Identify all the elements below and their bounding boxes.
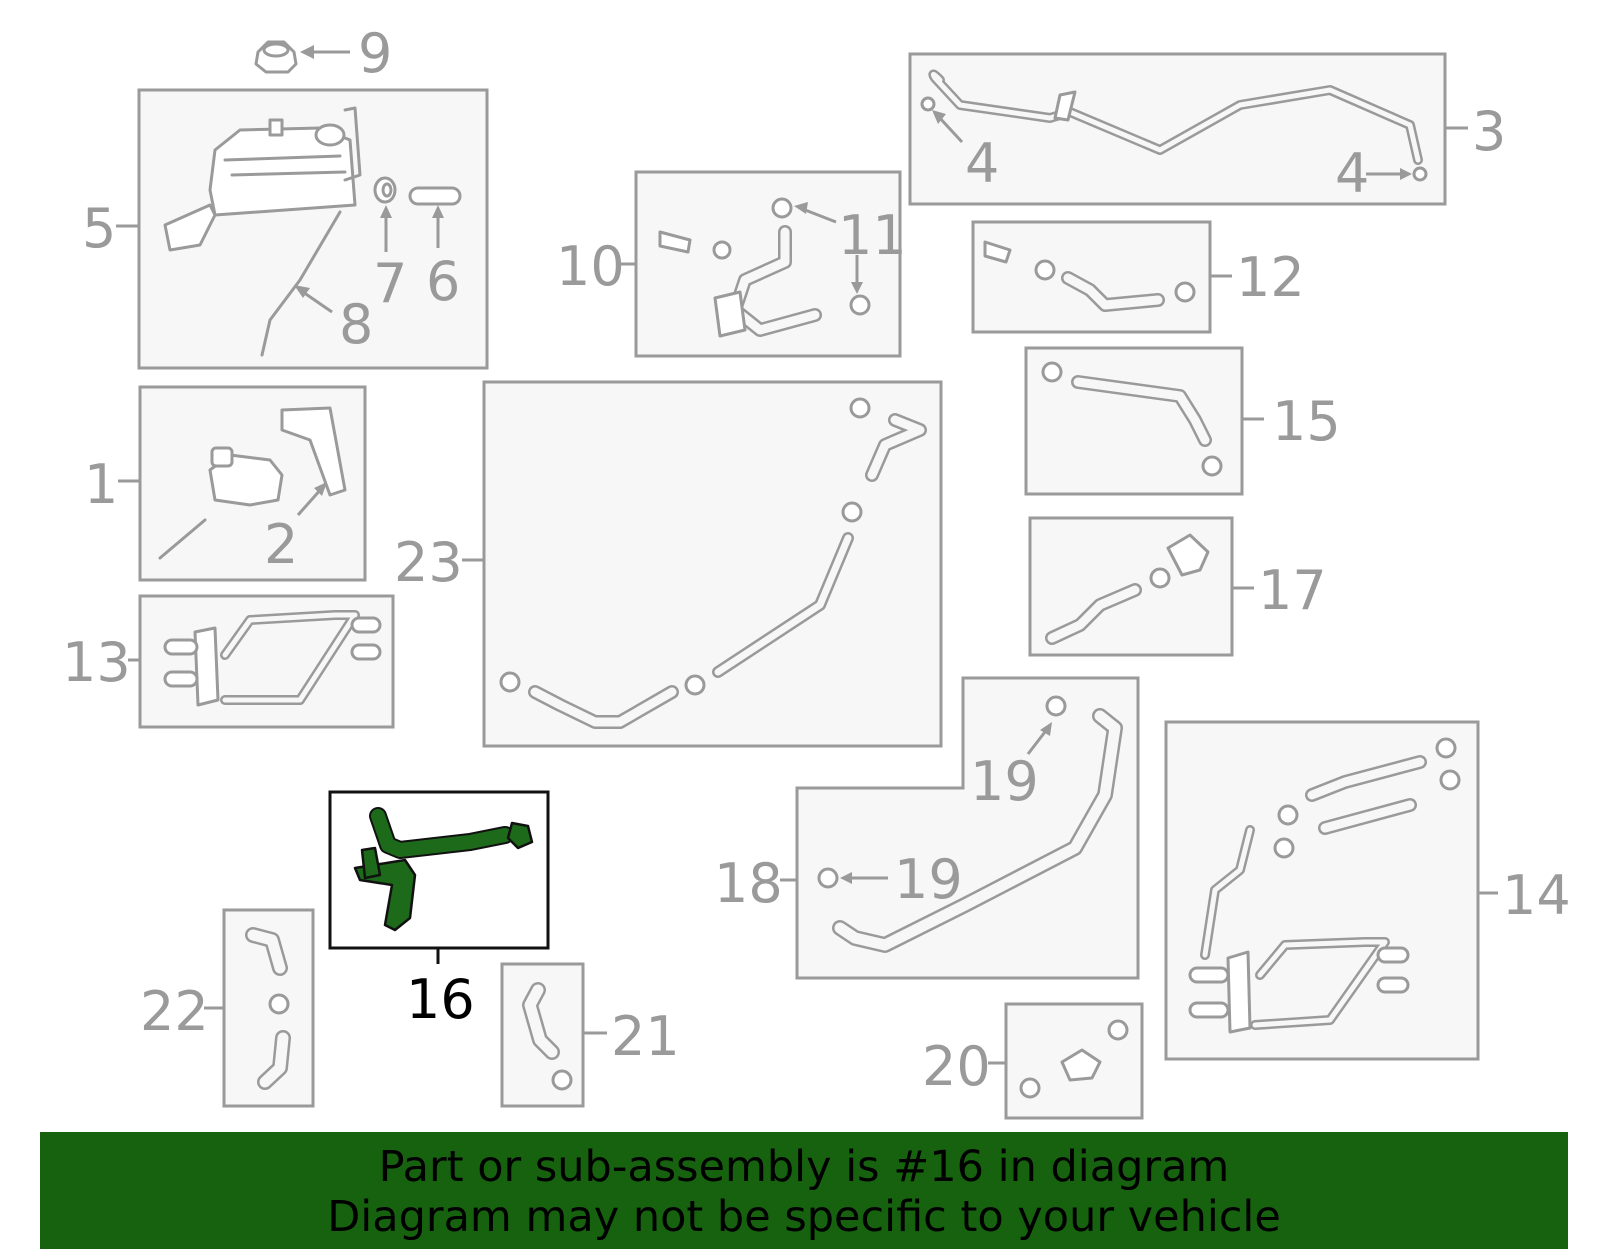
callout-21: 21: [611, 1005, 680, 1068]
callout-15: 15: [1272, 390, 1341, 453]
part-12-hose: [983, 240, 1196, 312]
callout-19-a: 19: [970, 750, 1039, 813]
callout-19-b: 19: [894, 848, 963, 911]
callout-4-a: 4: [965, 132, 999, 195]
banner-line-2: Diagram may not be specific to your vehi…: [327, 1192, 1281, 1242]
callout-3: 3: [1472, 100, 1506, 163]
box-part-12[interactable]: [971, 220, 1212, 334]
banner-line-1: Part or sub-assembly is #16 in diagram: [378, 1142, 1230, 1192]
callout-18: 18: [714, 852, 783, 915]
callout-5: 5: [82, 197, 116, 260]
part-4-clamp-a: [920, 96, 936, 112]
part-1-pump: [158, 446, 284, 560]
part-13-heater-core: [163, 610, 382, 707]
callout-1: 1: [84, 453, 118, 516]
part-19-clamp-b: [817, 867, 839, 889]
part-2-bracket: [280, 406, 347, 497]
callout-7: 7: [373, 252, 407, 315]
callout-11: 11: [838, 204, 907, 267]
callout-8: 8: [339, 293, 373, 356]
callout-12: 12: [1236, 246, 1305, 309]
part-22-hose: [245, 927, 291, 1090]
box-part-18[interactable]: [795, 676, 1140, 980]
part-4-clamp-b: [1412, 166, 1428, 182]
part-15-hose: [1041, 361, 1223, 477]
part-5-reservoir-tank: [163, 106, 362, 357]
callout-13: 13: [62, 631, 131, 694]
part-3-pipe: [928, 69, 1423, 165]
callout-22: 22: [140, 980, 209, 1043]
callout-4-b: 4: [1335, 142, 1369, 205]
callout-10: 10: [556, 235, 625, 298]
part-18-hose: [817, 695, 1123, 953]
part-7-grommet: [373, 176, 397, 204]
callout-16-highlighted: 16: [406, 968, 475, 1031]
part-23-hose-assembly: [499, 397, 927, 729]
callout-14: 14: [1502, 864, 1571, 927]
callout-2: 2: [264, 513, 298, 576]
callout-20: 20: [922, 1035, 991, 1098]
part-16-highlighted-pipe[interactable]: [353, 807, 534, 932]
callout-9: 9: [358, 22, 392, 85]
part-11-clamp-a: [771, 197, 793, 219]
part-info-banner: Part or sub-assembly is #16 in diagram D…: [40, 1132, 1568, 1249]
part-14-heater-core-assembly: [1188, 737, 1461, 1034]
callout-23: 23: [394, 531, 463, 594]
box-part-23[interactable]: [482, 380, 943, 748]
part-10-hose-assembly: [658, 225, 822, 338]
part-20-connector: [1019, 1019, 1129, 1099]
part-11-clamp-b: [849, 294, 871, 316]
part-6-hose: [408, 186, 462, 206]
callout-17: 17: [1258, 559, 1327, 622]
part-9-reservoir-cap[interactable]: [254, 40, 350, 74]
part-21-hose: [522, 982, 573, 1091]
callout-6: 6: [426, 250, 460, 313]
part-17-hose: [1045, 533, 1210, 645]
